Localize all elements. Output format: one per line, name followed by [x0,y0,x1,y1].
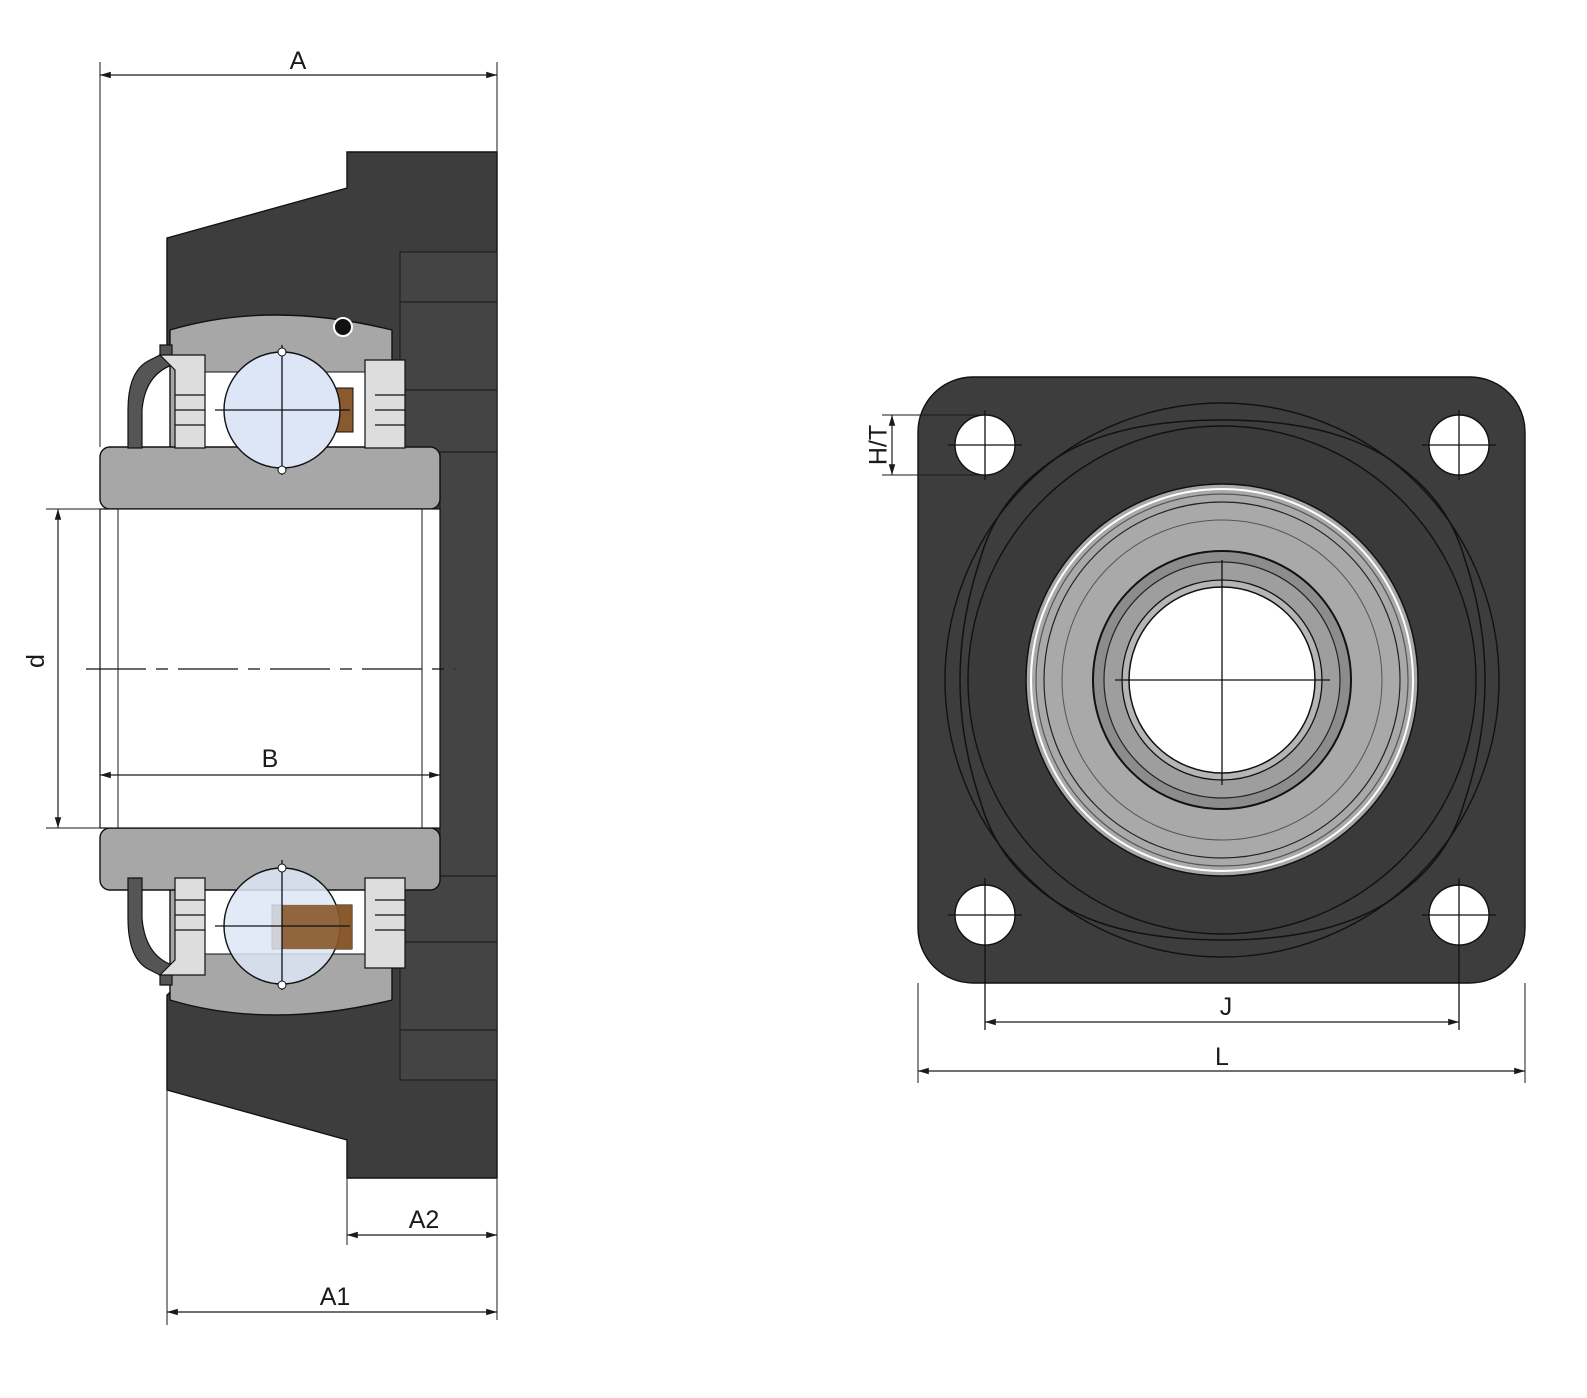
dim-label-A1: A1 [320,1283,351,1311]
dim-label-A2: A2 [409,1206,440,1234]
seal-right-bottom [364,877,406,969]
flange-boss-outline [959,419,1486,941]
dim-label-B: B [262,745,279,773]
housing-spigot [399,251,498,1081]
bolt-holes [948,410,1496,1030]
dim-label-d: d [22,654,50,668]
side-section-view: A d B A2 A1 [22,47,498,1325]
seal-left-top [127,344,206,449]
dim-label-J: J [1220,993,1233,1021]
dim-label-L: L [1215,1043,1229,1071]
dim-label-A: A [290,47,307,75]
seal-left-bottom [127,877,206,986]
grease-hole [333,317,353,337]
dim-label-HT: H/T [865,425,893,465]
front-view: H/T J L [865,376,1526,1083]
seal-right-top [364,359,406,449]
